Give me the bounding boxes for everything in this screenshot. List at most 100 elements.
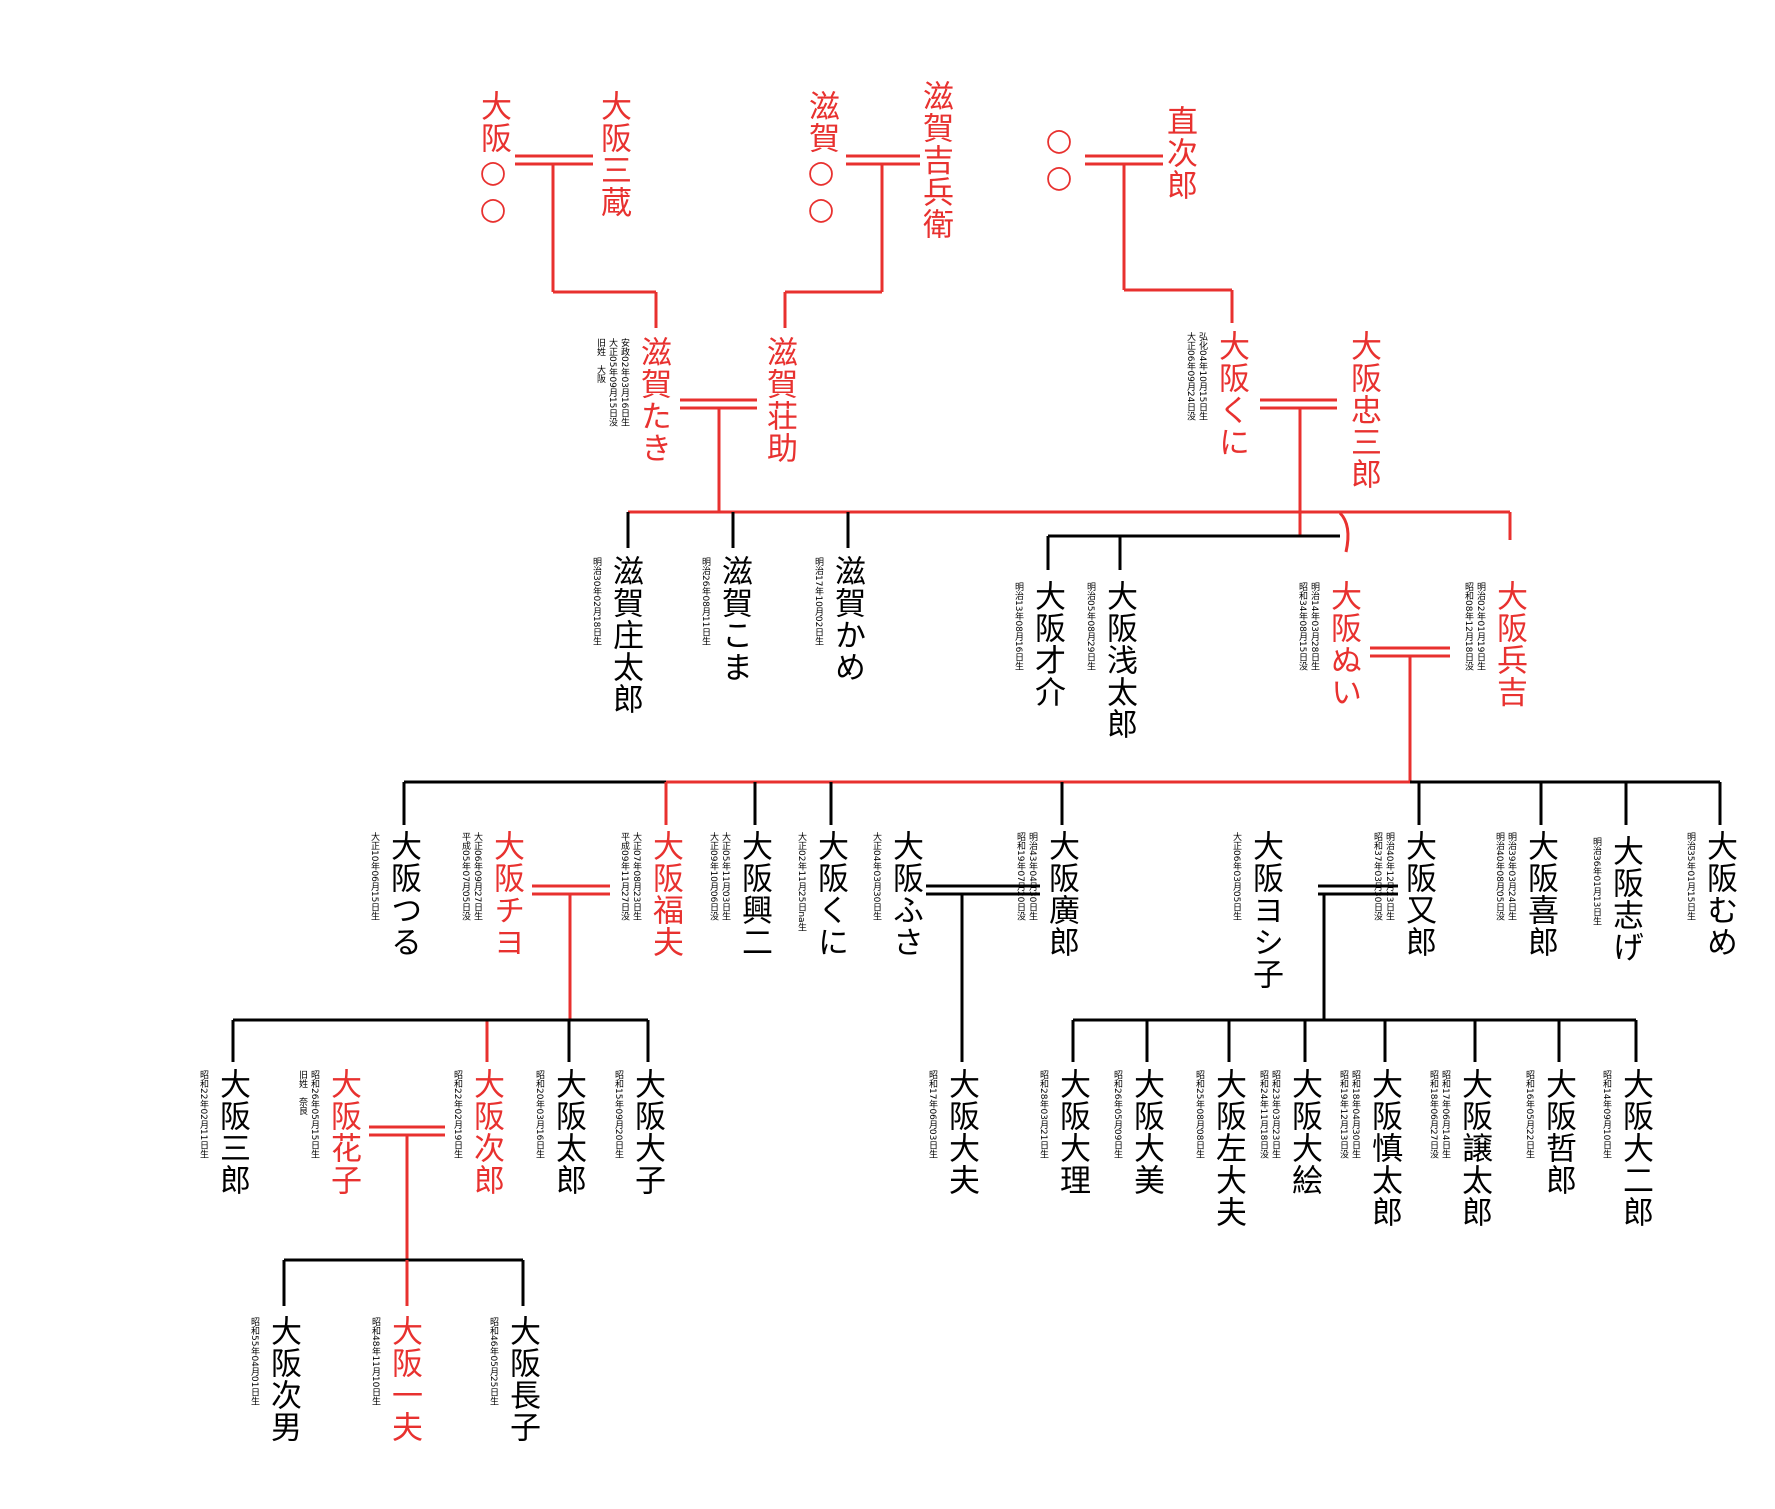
- person-name: 大阪ふさ: [887, 830, 923, 958]
- person-name: 滋賀こま: [716, 555, 752, 683]
- person-dates: 昭和18年04月30日生: [1350, 1070, 1360, 1159]
- person-dates: 昭和26年05月15日生: [309, 1070, 319, 1159]
- person-dates: 大正05年09月15日没: [607, 338, 617, 427]
- person-name: 滋賀かめ: [829, 555, 865, 683]
- person-dates: 明治35年01月15日生: [1685, 832, 1695, 921]
- person-dates: 昭和08年12月18日没: [1463, 582, 1473, 671]
- person-name: 大阪兵吉: [1491, 580, 1527, 708]
- person-dates: 明治26年08月11日生: [700, 557, 710, 646]
- person-name: 大阪大子: [629, 1068, 665, 1196]
- person-name: 大阪又郎: [1400, 830, 1436, 958]
- person-dates: 昭和20年03月16日生: [534, 1070, 544, 1159]
- person-name: 大阪三蔵: [595, 90, 631, 218]
- person-dates: 昭和24年11月18日没: [1258, 1070, 1268, 1159]
- person-name: 大阪廣郎: [1043, 830, 1079, 958]
- person-dates: 昭和37年03月30日没: [1372, 832, 1382, 921]
- person-dates: 明治40年08月05日没: [1494, 832, 1504, 921]
- person-name: 大阪大美: [1128, 1068, 1164, 1196]
- person-name: 滋賀吉兵衛: [917, 80, 953, 240]
- person-dates: 昭和19年07月20日没: [1015, 832, 1025, 921]
- person-name: 大阪一夫: [386, 1315, 422, 1443]
- person-dates: 大正02年11月25日na生: [796, 832, 806, 932]
- person-name: 大阪哲郎: [1540, 1068, 1576, 1196]
- person-name: 大阪福夫: [647, 830, 683, 958]
- person-dates: 明治40年12月23日生: [1384, 832, 1394, 921]
- person-name: 大阪浅太郎: [1101, 580, 1137, 740]
- person-name: 大阪ヨシ子: [1247, 830, 1283, 990]
- person-name: 大阪○○: [475, 90, 511, 228]
- person-dates: 平成09年11月27日没: [619, 832, 629, 921]
- person-dates: 明治36年01月13日生: [1591, 837, 1601, 926]
- person-name: 滋賀荘助: [761, 336, 797, 464]
- connector-line: [1338, 511, 1350, 553]
- person-dates: 昭和15年09月20日生: [613, 1070, 623, 1159]
- person-dates: 大正07年08月23日生: [631, 832, 641, 921]
- person-name: 大阪大夫: [943, 1068, 979, 1196]
- person-name: 大阪ぬい: [1325, 580, 1361, 708]
- person-dates: 明治30年02月18日生: [591, 557, 601, 646]
- person-dates: 大正06年09月27日生: [472, 832, 482, 921]
- person-name: 大阪左大夫: [1210, 1068, 1246, 1228]
- person-dates: 昭和16年05月22日生: [1524, 1070, 1534, 1159]
- person-dates: 大正06年03月05日生: [1231, 832, 1241, 921]
- person-name: 大阪才介: [1029, 580, 1065, 708]
- person-name: 大阪くに: [1213, 330, 1249, 458]
- person-name: 大阪太郎: [550, 1068, 586, 1196]
- person-dates: 昭和55年04月01日生: [249, 1317, 259, 1406]
- person-dates: 旧姓 奈良: [297, 1070, 307, 1115]
- person-name: 大阪三郎: [214, 1068, 250, 1196]
- person-name: 大阪くに: [812, 830, 848, 958]
- person-dates: 昭和48年11月10日生: [370, 1317, 380, 1406]
- person-dates: 大正06年09月24日没: [1185, 332, 1195, 421]
- person-dates: 昭和22年02月11日生: [198, 1070, 208, 1159]
- person-dates: 昭和28年03月21日生: [1038, 1070, 1048, 1159]
- person-dates: 昭和22年02月19日生: [452, 1070, 462, 1159]
- person-name: 大阪むめ: [1701, 830, 1737, 958]
- person-name: 大阪花子: [325, 1068, 361, 1196]
- person-dates: 昭和14年09月10日生: [1601, 1070, 1611, 1159]
- person-name: 大阪忠三郎: [1345, 330, 1381, 490]
- person-name: 滋賀庄太郎: [607, 555, 643, 715]
- person-name: 大阪大二郎: [1617, 1068, 1653, 1228]
- person-name: 大阪大絵: [1286, 1068, 1322, 1196]
- person-name: 大阪次男: [265, 1315, 301, 1443]
- person-dates: 昭和34年08月15日没: [1297, 582, 1307, 671]
- person-dates: 昭和26年05月09日生: [1112, 1070, 1122, 1159]
- person-dates: 明治14年03月28日生: [1309, 582, 1319, 671]
- person-name: 大阪長子: [504, 1315, 540, 1443]
- person-dates: 旧姓 大阪: [595, 338, 605, 383]
- person-dates: 昭和19年12月13日没: [1338, 1070, 1348, 1159]
- person-dates: 昭和17年06月03日生: [927, 1070, 937, 1159]
- person-dates: 大正05年11月03日生: [720, 832, 730, 921]
- person-dates: 昭和18年06月27日没: [1428, 1070, 1438, 1159]
- person-dates: 明治02年01月19日生: [1475, 582, 1485, 671]
- person-dates: 昭和17年06月14日生: [1440, 1070, 1450, 1159]
- person-name: ○○: [1041, 122, 1077, 196]
- person-dates: 大正04年03月30日生: [871, 832, 881, 921]
- person-name: 大阪喜郎: [1522, 830, 1558, 958]
- person-dates: 弘化04年10月15日生: [1197, 332, 1207, 421]
- person-name: 大阪慎太郎: [1366, 1068, 1402, 1228]
- person-name: 大阪大理: [1054, 1068, 1090, 1196]
- person-dates: 明治43年04月30日生: [1027, 832, 1037, 921]
- person-name: 大阪興二: [736, 830, 772, 958]
- person-dates: 安政02年03月16日生: [619, 338, 629, 427]
- person-name: 滋賀たき: [635, 336, 671, 464]
- person-name: 大阪チヨ: [488, 830, 524, 958]
- person-name: 大阪譲太郎: [1456, 1068, 1492, 1228]
- person-name: 大阪志げ: [1607, 835, 1643, 963]
- person-dates: 大正09年10月06日没: [708, 832, 718, 921]
- person-name: 滋賀○○: [803, 90, 839, 228]
- person-dates: 昭和23年03月23日生: [1270, 1070, 1280, 1159]
- person-dates: 昭和46年05月25日生: [488, 1317, 498, 1406]
- person-name: 直次郎: [1161, 105, 1197, 201]
- person-dates: 明治39年03月24日生: [1506, 832, 1516, 921]
- person-dates: 明治17年10月02日生: [813, 557, 823, 646]
- person-name: 大阪次郎: [468, 1068, 504, 1196]
- person-dates: 明治05年08月29日生: [1085, 582, 1095, 671]
- person-dates: 平成05年07月05日没: [460, 832, 470, 921]
- person-dates: 明治13年08月16日生: [1013, 582, 1023, 671]
- person-dates: 昭和25年08月08日生: [1194, 1070, 1204, 1159]
- person-name: 大阪つる: [385, 830, 421, 958]
